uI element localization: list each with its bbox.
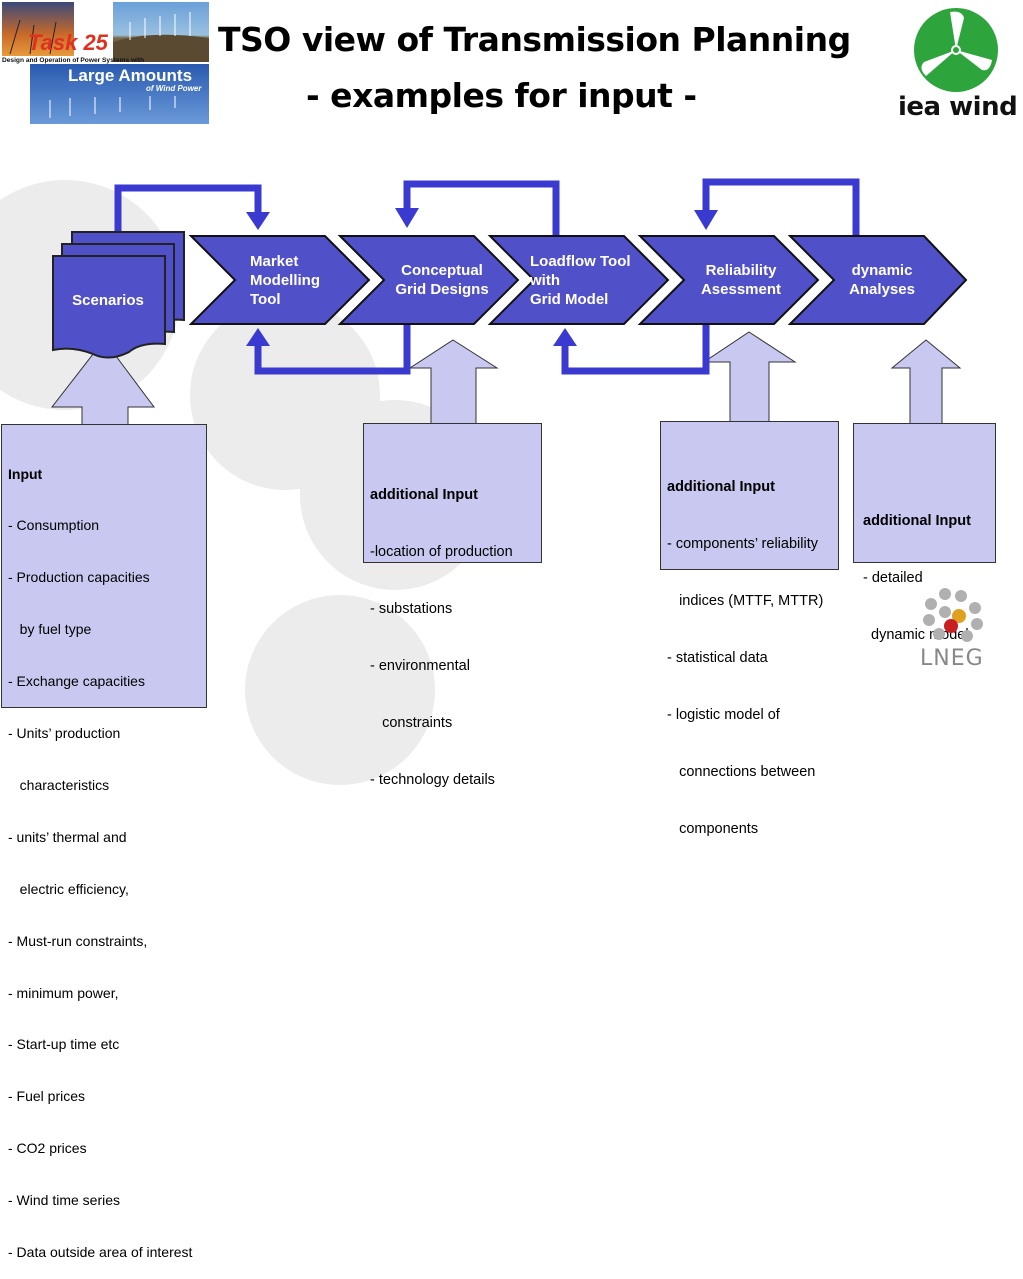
task25-big-text: Large Amounts <box>68 66 193 85</box>
page-title: TSO view of Transmission Planning <box>218 20 851 59</box>
conceptual-line: -location of production <box>370 544 513 560</box>
input-box-header: Input <box>8 465 43 482</box>
chevron-dynamic <box>787 235 968 325</box>
task25-subtitle: Design and Operation of Power Systems wi… <box>2 57 145 64</box>
input-line: - Must-run constraints, <box>8 932 148 949</box>
input-line: - Units’ production <box>8 725 121 742</box>
chevron-reliability <box>637 235 820 325</box>
dynamic-up-arrow <box>890 339 962 425</box>
lneg-text: LNEG <box>920 646 984 671</box>
arrowhead-loadflow-bottom <box>553 328 577 346</box>
stage-market-modelling: Market Modelling Tool <box>250 253 320 308</box>
reliability-line: - logistic model of <box>667 707 780 723</box>
input-line: by fuel type <box>8 621 92 638</box>
stage-dynamic: dynamic Analyses <box>849 262 915 298</box>
stage-reliability: Reliability Asessment <box>700 262 782 298</box>
reliability-line: components <box>667 821 759 837</box>
task25-logo: Task 25 Design and Operation of Power Sy… <box>0 0 212 126</box>
connector-loadflow-conceptual <box>403 180 560 236</box>
reliability-line: - components’ reliability <box>667 536 818 552</box>
input-line: - CO2 prices <box>8 1140 87 1157</box>
dynamic-input-box: additional Input - detailed dynamic mode… <box>853 423 996 643</box>
chevron-conceptual <box>337 235 520 325</box>
dynamic-line: - detailed <box>863 570 923 586</box>
input-line: - minimum power, <box>8 984 119 1001</box>
input-line: - Exchange capacities <box>8 673 145 690</box>
reliability-line: indices (MTTF, MTTR) <box>667 593 824 609</box>
connector-scenarios-market <box>114 184 262 240</box>
chevron-market <box>188 235 371 325</box>
input-line: - Start-up time etc <box>8 1036 120 1053</box>
reliability-line: connections between <box>667 764 816 780</box>
input-line: - units’ thermal and <box>8 828 127 845</box>
arrowhead-market-top <box>246 212 270 230</box>
page-subtitle: - examples for input - <box>306 76 697 115</box>
conceptual-up-arrow <box>408 339 499 425</box>
conceptual-input-box: additional Input -location of production… <box>363 423 542 788</box>
scenarios-doc-front <box>52 255 166 359</box>
task25-small-text: of Wind Power <box>146 84 202 93</box>
conceptual-line: - technology details <box>370 772 495 788</box>
conceptual-line: - substations <box>370 601 453 617</box>
reliability-up-arrow <box>702 331 797 423</box>
input-line: electric efficiency, <box>8 880 129 897</box>
lneg-logo: LNEG <box>915 586 990 676</box>
input-line: - Data outside area of interest <box>8 1243 193 1260</box>
stage-loadflow: Loadflow Tool with Grid Model <box>530 253 631 308</box>
input-line: - Consumption <box>8 517 100 534</box>
arrowhead-conceptual-top <box>395 208 419 228</box>
iea-wind-logo: iea wind <box>892 4 1020 124</box>
connector-reliability-loadflow <box>561 324 710 375</box>
reliability-input-box: additional Input - components’ reliabili… <box>660 421 839 837</box>
conceptual-box-header: additional Input <box>370 487 478 503</box>
arrowhead-reliability-top <box>694 210 718 230</box>
stage-scenarios: Scenarios <box>72 292 144 309</box>
reliability-line: - statistical data <box>667 650 768 666</box>
stage-conceptual-grid: Conceptual Grid Designs <box>395 262 489 298</box>
connector-conceptual-market <box>254 324 411 375</box>
dynamic-box-header: additional Input <box>863 513 971 529</box>
input-box: Input - Consumption - Production capacit… <box>1 424 207 1260</box>
arrowhead-market-bottom <box>246 328 270 346</box>
input-line: characteristics <box>8 776 110 793</box>
conceptual-line: constraints <box>370 715 453 731</box>
input-line: - Production capacities <box>8 569 150 586</box>
connector-dynamic-reliability <box>702 178 860 236</box>
iea-wind-text: iea wind <box>898 92 1018 122</box>
conceptual-line: - environmental <box>370 658 470 674</box>
input-line: - Wind time series <box>8 1192 121 1209</box>
reliability-box-header: additional Input <box>667 479 775 495</box>
flow-diagram <box>50 178 968 426</box>
input-line: - Fuel prices <box>8 1088 86 1105</box>
task25-number: Task 25 <box>28 30 108 55</box>
chevron-loadflow <box>487 235 670 325</box>
